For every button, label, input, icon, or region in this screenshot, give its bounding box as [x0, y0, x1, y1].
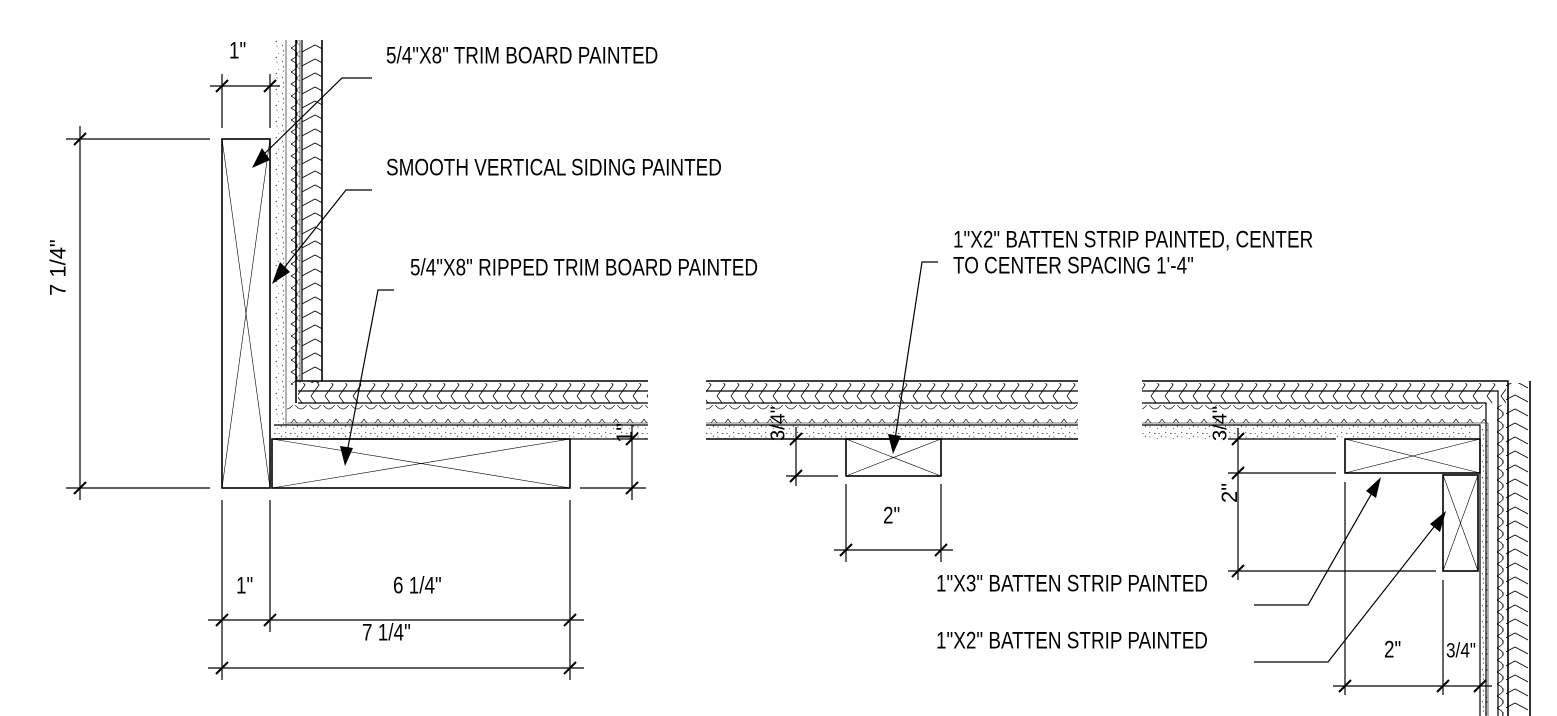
label-trim-board: 5/4"X8" TRIM BOARD PAINTED	[386, 43, 658, 70]
dim-corner-2in-horizontal-text: 2"	[1384, 637, 1401, 664]
horizontal-wall	[274, 380, 648, 440]
detail-batten-mid-wall: 3/4" 2" 1"X2" BATTEN STRIP PAINTED, CENT…	[706, 227, 1313, 562]
dimension-top-1in: 1"	[210, 38, 280, 128]
dim-corner-3-4-horizontal-text: 3/4"	[1446, 639, 1476, 663]
label-vertical-siding: SMOOTH VERTICAL SIDING PAINTED	[386, 155, 722, 182]
label-batten-center-line1: 1"X2" BATTEN STRIP PAINTED, CENTER	[953, 227, 1313, 254]
leader-vertical-siding: SMOOTH VERTICAL SIDING PAINTED	[272, 155, 722, 284]
dimension-bottom-row2: 7 1/4"	[208, 620, 584, 675]
label-ripped-trim: 5/4"X8" RIPPED TRIM BOARD PAINTED	[410, 255, 758, 282]
trim-board-vertical	[221, 138, 271, 489]
dim-corner-3-4-vertical-text: 3/4"	[1210, 406, 1232, 441]
dim-corner-2in-vertical-text: 2"	[1217, 483, 1242, 503]
dim-batten-3-4-text: 3/4"	[768, 406, 790, 441]
dim-ripped-1in-text: 1"	[612, 423, 637, 443]
dim-batten-2in-text: 2"	[883, 503, 900, 530]
leader-trim-board: 5/4"X8" TRIM BOARD PAINTED	[252, 43, 658, 168]
ripped-trim-board	[271, 438, 571, 489]
leader-ripped-trim: 5/4"X8" RIPPED TRIM BOARD PAINTED	[340, 255, 758, 466]
batten-strip-1x3-corner	[1344, 438, 1481, 474]
dim-bottom-1in-text: 1"	[236, 573, 253, 600]
dim-height-7-1-4-text: 7 1/4"	[46, 239, 71, 296]
dim-bottom-7-1-4-text: 7 1/4"	[362, 620, 411, 647]
leader-batten-1x2-corner: 1"X2" BATTEN STRIP PAINTED	[936, 511, 1446, 663]
leader-batten-1x3: 1"X3" BATTEN STRIP PAINTED	[936, 477, 1381, 606]
label-batten-1x3: 1"X3" BATTEN STRIP PAINTED	[936, 571, 1208, 598]
dimension-batten-3-4: 3/4"	[768, 406, 838, 486]
label-batten-1x2: 1"X2" BATTEN STRIP PAINTED	[936, 628, 1208, 655]
dimension-ripped-1in: 1"	[580, 423, 646, 500]
leader-batten-1x2-center: 1"X2" BATTEN STRIP PAINTED, CENTER TO CE…	[888, 227, 1313, 454]
vertical-wall	[274, 40, 323, 425]
dimension-corner-3-4-vertical: 3/4" 2"	[1210, 406, 1245, 580]
dim-top-1in-text: 1"	[229, 38, 246, 65]
detail-inside-corner: 3/4" 2" 2" 3/4" 1"X3" BATTEN STRIP PAINT…	[936, 380, 1531, 716]
dimension-batten-2in: 2"	[834, 484, 953, 562]
detail-outside-corner: 1" 7 1/4" 1" 6 1/4" 7 1/4"	[46, 38, 758, 680]
dimension-corner-horizontal: 2" 3/4"	[1333, 637, 1492, 693]
dimension-bottom-row1: 1" 6 1/4"	[208, 573, 584, 627]
batten-strip-1x2-corner	[1442, 474, 1479, 572]
dimension-height-7-1-4: 7 1/4"	[46, 126, 210, 500]
dim-bottom-6-1-4-text: 6 1/4"	[393, 573, 442, 600]
label-batten-center-line2: TO CENTER SPACING 1'-4"	[953, 253, 1194, 280]
